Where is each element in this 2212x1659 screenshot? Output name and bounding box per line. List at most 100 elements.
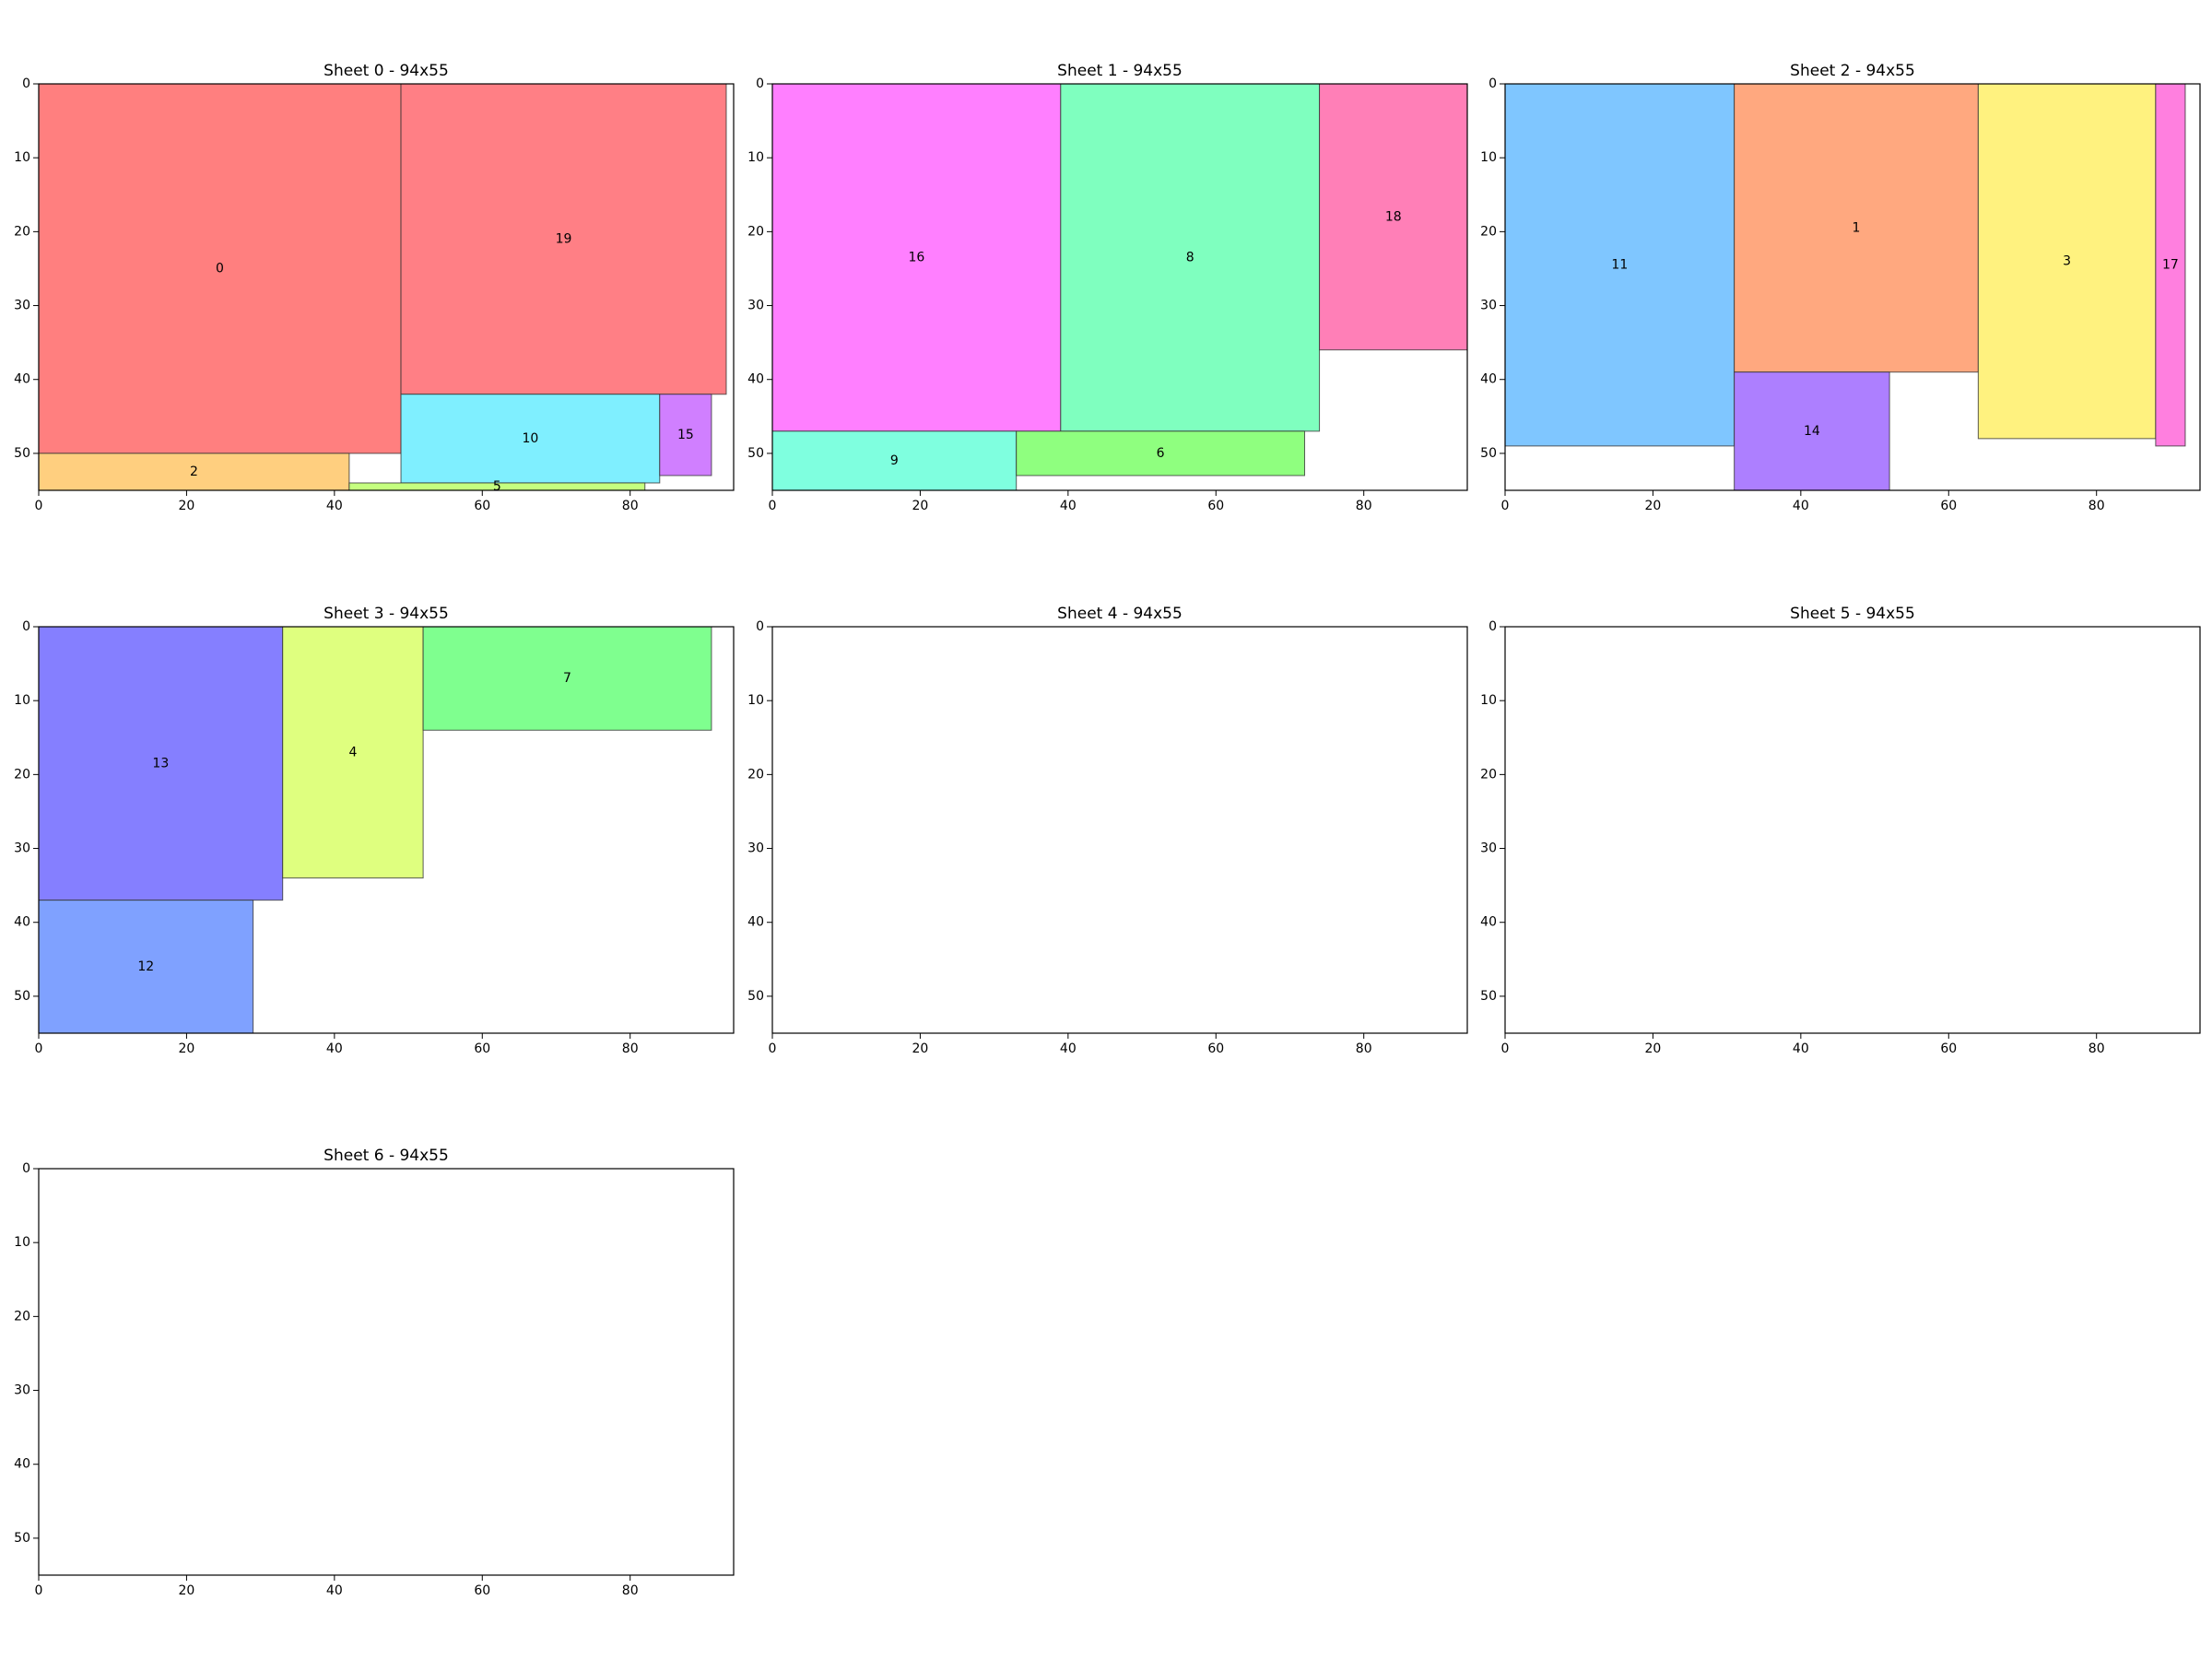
x-tick-label: 60 <box>1207 499 1224 513</box>
piece-8 <box>1060 83 1321 432</box>
y-tick-label: 20 <box>747 224 764 239</box>
piece-0 <box>38 83 402 454</box>
y-tick-label: 0 <box>1488 76 1497 91</box>
sheet-6-title: Sheet 6 - 94x55 <box>324 1147 449 1165</box>
sheet-1-frame <box>771 83 1468 491</box>
x-tick-label: 20 <box>179 1041 195 1056</box>
x-tick-label: 60 <box>474 1041 490 1056</box>
sheet-5-frame <box>1504 626 2201 1034</box>
piece-1 <box>1734 83 1979 373</box>
piece-label-10: 10 <box>523 431 539 446</box>
x-tick-label: 20 <box>1645 1041 1662 1056</box>
piece-19 <box>400 83 727 395</box>
sheet-5-title: Sheet 5 - 94x55 <box>1790 605 1915 623</box>
y-tick-label: 10 <box>14 693 30 708</box>
x-tick-label: 60 <box>1940 499 1957 513</box>
sheet-6-frame <box>38 1168 735 1576</box>
piece-label-0: 0 <box>216 261 224 276</box>
sheet-2-frame <box>1504 83 2201 491</box>
x-tick-label: 0 <box>35 1583 43 1598</box>
x-tick-label: 0 <box>769 499 777 513</box>
y-tick-label: 10 <box>1480 693 1497 708</box>
y-tick-label: 10 <box>747 150 764 165</box>
x-tick-label: 20 <box>1645 499 1662 513</box>
piece-label-15: 15 <box>677 428 694 442</box>
x-tick-label: 80 <box>2088 499 2105 513</box>
sheet-3-title: Sheet 3 - 94x55 <box>324 605 449 623</box>
x-tick-label: 80 <box>622 1583 639 1598</box>
y-tick-label: 0 <box>22 619 30 634</box>
y-tick-label: 20 <box>14 224 30 239</box>
x-tick-label: 40 <box>1793 499 1809 513</box>
sheet-2-title: Sheet 2 - 94x55 <box>1790 62 1915 80</box>
y-tick-label: 20 <box>14 1309 30 1324</box>
piece-14 <box>1734 371 1890 491</box>
y-tick-label: 30 <box>14 1383 30 1398</box>
y-tick-label: 0 <box>22 76 30 91</box>
piece-label-12: 12 <box>137 959 154 974</box>
piece-label-7: 7 <box>563 671 571 686</box>
y-tick-label: 50 <box>747 446 764 461</box>
piece-label-6: 6 <box>1157 446 1165 461</box>
y-tick-label: 40 <box>747 915 764 930</box>
x-tick-label: 80 <box>2088 1041 2105 1056</box>
y-tick-label: 50 <box>14 446 30 461</box>
x-tick-label: 40 <box>326 1583 343 1598</box>
x-tick-label: 40 <box>326 1041 343 1056</box>
x-tick-label: 20 <box>179 1583 195 1598</box>
piece-label-4: 4 <box>348 745 357 759</box>
y-tick-label: 40 <box>747 372 764 387</box>
piece-2 <box>38 453 350 491</box>
piece-11 <box>1504 83 1735 447</box>
y-tick-label: 20 <box>1480 767 1497 782</box>
piece-label-13: 13 <box>152 756 169 771</box>
x-tick-label: 0 <box>35 1041 43 1056</box>
sheet-1-title: Sheet 1 - 94x55 <box>1057 62 1182 80</box>
sheet-4-title: Sheet 4 - 94x55 <box>1057 605 1182 623</box>
y-tick-label: 0 <box>22 1161 30 1176</box>
piece-label-8: 8 <box>1186 250 1194 265</box>
sheet-4-frame <box>771 626 1468 1034</box>
x-tick-label: 20 <box>912 499 929 513</box>
x-tick-label: 60 <box>1940 1041 1957 1056</box>
y-tick-label: 20 <box>1480 224 1497 239</box>
y-tick-label: 50 <box>1480 446 1497 461</box>
piece-label-19: 19 <box>556 231 572 246</box>
piece-label-1: 1 <box>1853 220 1861 235</box>
y-tick-label: 10 <box>1480 150 1497 165</box>
y-tick-label: 30 <box>747 841 764 856</box>
x-tick-label: 80 <box>1356 499 1372 513</box>
x-tick-label: 80 <box>622 499 639 513</box>
x-tick-label: 60 <box>474 1583 490 1598</box>
x-tick-label: 40 <box>326 499 343 513</box>
piece-label-2: 2 <box>190 465 198 479</box>
piece-label-14: 14 <box>1804 424 1820 439</box>
x-tick-label: 0 <box>35 499 43 513</box>
x-tick-label: 40 <box>1060 1041 1077 1056</box>
piece-17 <box>2155 83 2186 447</box>
y-tick-label: 30 <box>14 299 30 313</box>
piece-18 <box>1319 83 1468 351</box>
x-tick-label: 0 <box>1501 499 1510 513</box>
y-tick-label: 50 <box>747 989 764 1004</box>
x-tick-label: 40 <box>1793 1041 1809 1056</box>
piece-7 <box>422 626 712 731</box>
piece-label-16: 16 <box>909 250 925 265</box>
y-tick-label: 10 <box>14 1235 30 1250</box>
piece-13 <box>38 626 284 901</box>
y-tick-label: 50 <box>14 1531 30 1546</box>
x-tick-label: 0 <box>1501 1041 1510 1056</box>
y-tick-label: 10 <box>747 693 764 708</box>
piece-label-17: 17 <box>2162 257 2179 272</box>
x-tick-label: 80 <box>1356 1041 1372 1056</box>
y-tick-label: 0 <box>756 76 764 91</box>
y-tick-label: 30 <box>1480 299 1497 313</box>
piece-15 <box>659 394 712 477</box>
piece-label-3: 3 <box>2063 253 2071 268</box>
piece-12 <box>38 900 254 1034</box>
